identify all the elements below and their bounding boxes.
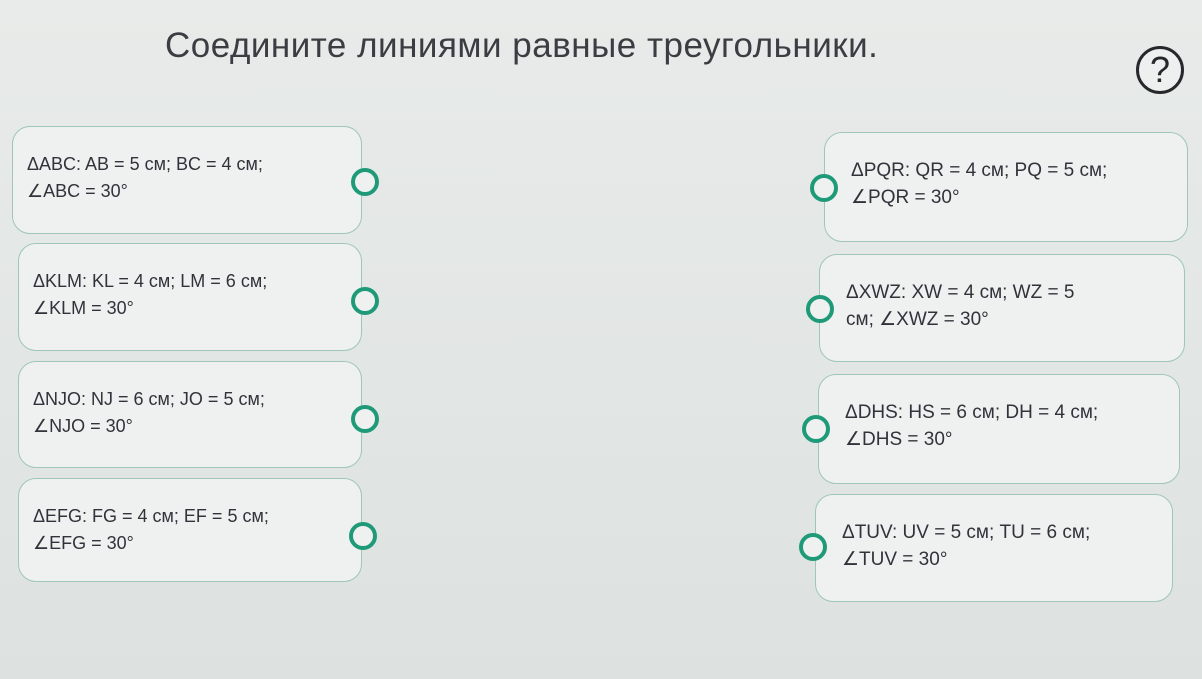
left-item-efg[interactable]: ΔEFG: FG = 4 см; EF = 5 см; ∠EFG = 30° [18, 478, 362, 582]
left-connector-klm[interactable] [351, 287, 379, 315]
item-text-line2: ∠NJO = 30° [33, 416, 133, 436]
item-text-line2: ∠PQR = 30° [851, 187, 960, 208]
item-text-line1: ΔPQR: QR = 4 см; PQ = 5 см; [851, 160, 1108, 181]
help-button[interactable]: ? [1136, 46, 1184, 94]
item-text-line1: ΔXWZ: XW = 4 см; WZ = 5 [846, 282, 1075, 303]
left-connector-efg[interactable] [349, 522, 377, 550]
item-text-line1: ΔTUV: UV = 5 см; TU = 6 см; [842, 522, 1091, 543]
right-connector-pqr[interactable] [810, 174, 838, 202]
item-text-line1: ΔKLM: KL = 4 см; LM = 6 см; [33, 271, 268, 291]
item-text-line1: ΔDHS: HS = 6 см; DH = 4 см; [845, 402, 1099, 423]
right-connector-dhs[interactable] [802, 415, 830, 443]
item-text-line2: ∠ABC = 30° [27, 181, 128, 201]
item-text-line2: ∠KLM = 30° [33, 298, 134, 318]
right-connector-xwz[interactable] [806, 295, 834, 323]
item-text-line2: см; ∠XWZ = 30° [846, 309, 989, 330]
left-item-njo[interactable]: ΔNJO: NJ = 6 см; JO = 5 см; ∠NJO = 30° [18, 361, 362, 468]
left-item-abc[interactable]: ΔABC: AB = 5 см; BC = 4 см; ∠ABC = 30° [12, 126, 362, 234]
page-title: Соедините линиями равные треугольники. [165, 26, 879, 65]
left-connector-njo[interactable] [351, 405, 379, 433]
item-text-line2: ∠DHS = 30° [845, 429, 953, 450]
left-item-klm[interactable]: ΔKLM: KL = 4 см; LM = 6 см; ∠KLM = 30° [18, 243, 362, 351]
item-text-line1: ΔABC: AB = 5 см; BC = 4 см; [27, 154, 263, 174]
right-item-dhs[interactable]: ΔDHS: HS = 6 см; DH = 4 см; ∠DHS = 30° [818, 374, 1180, 484]
right-item-pqr[interactable]: ΔPQR: QR = 4 см; PQ = 5 см; ∠PQR = 30° [824, 132, 1188, 242]
right-connector-tuv[interactable] [799, 533, 827, 561]
left-connector-abc[interactable] [351, 168, 379, 196]
right-item-tuv[interactable]: ΔTUV: UV = 5 см; TU = 6 см; ∠TUV = 30° [815, 494, 1173, 602]
right-item-xwz[interactable]: ΔXWZ: XW = 4 см; WZ = 5 см; ∠XWZ = 30° [819, 254, 1185, 362]
item-text-line1: ΔNJO: NJ = 6 см; JO = 5 см; [33, 389, 265, 409]
item-text-line2: ∠TUV = 30° [842, 549, 948, 570]
item-text-line2: ∠EFG = 30° [33, 533, 134, 553]
item-text-line1: ΔEFG: FG = 4 см; EF = 5 см; [33, 506, 269, 526]
